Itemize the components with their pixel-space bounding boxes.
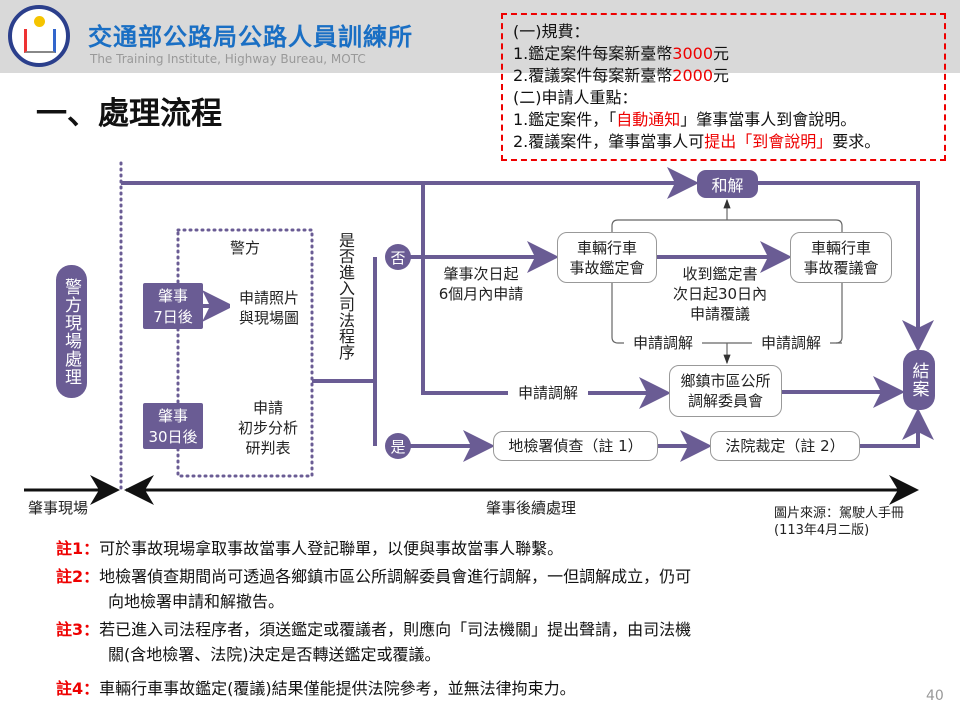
fee-line-1: 1.鑑定案件每案新臺幣3000元 <box>513 44 730 63</box>
fee-info-box: (一)規費： 1.鑑定案件每案新臺幣3000元 2.覆議案件每案新臺幣2000元… <box>501 13 946 161</box>
apply-30-days-text: 收到鑑定書 次日起30日內 申請覆議 <box>672 265 768 323</box>
header-bar: 交通部公路局公路人員訓練所 The Training Institute, Hi… <box>0 0 960 73</box>
mediation-committee-box: 鄉鎮市區公所 調解委員會 <box>669 365 782 417</box>
police-label: 警方 <box>225 238 265 258</box>
day30-box: 肇事 30日後 <box>143 403 203 449</box>
mediation-label-2: 申請調解 <box>752 333 830 353</box>
page-number: 40 <box>926 688 944 704</box>
page-title: 一、處理流程 <box>36 96 222 132</box>
note-4: 註4：車輛行車事故鑑定(覆議)結果僅能提供法院參考，並無法律拘束力。 <box>56 679 576 698</box>
accident-scene-label: 肇事現場 <box>28 499 89 517</box>
note-3: 註3：若已進入司法程序者，須送鑑定或覆議者，則應向「司法機關」提出聲請，由司法機… <box>56 620 692 664</box>
applicant-line-2: 2.覆議案件，肇事當事人可提出「到會說明」要求。 <box>513 132 881 151</box>
prosecutor-investigation-box: 地檢署偵查（註 1） <box>493 431 658 461</box>
mediation-label-3: 申請調解 <box>508 383 588 403</box>
org-name-zh: 交通部公路局公路人員訓練所 <box>88 23 413 51</box>
appraisal-committee-box: 車輛行車 事故鑑定會 <box>557 232 657 283</box>
judicial-question: 是否進入司法程序 <box>333 232 355 360</box>
follow-up-label: 肇事後續處理 <box>486 499 577 517</box>
note-2: 註2：地檢署偵查期間尚可透過各鄉鎮市區公所調解委員會進行調解，一但調解成立，仍可… <box>56 567 692 611</box>
case-closed-box: 結案 <box>903 350 935 410</box>
fee-line-2: 2.覆議案件每案新臺幣2000元 <box>513 66 730 85</box>
note-1: 註1：可於事故現場拿取事故當事人登記聯單，以便與事故當事人聯繫。 <box>56 539 564 558</box>
settlement-box: 和解 <box>697 170 758 198</box>
institute-logo <box>8 5 70 67</box>
applicant-line-1: 1.鑑定案件，「自動通知」肇事當事人到會說明。 <box>513 110 857 129</box>
court-ruling-box: 法院裁定（註 2） <box>710 431 860 461</box>
photos-text: 申請照片 與現場圖 <box>230 288 308 328</box>
fee-heading: (一)規費： <box>513 22 590 41</box>
police-scene-box: 警方現場處理 <box>56 265 87 398</box>
no-branch: 否 <box>385 244 411 270</box>
day7-box: 肇事 7日後 <box>143 283 203 329</box>
image-source: 圖片來源：駕駛人手冊 (113年4月二版) <box>774 506 905 538</box>
yes-branch: 是 <box>385 433 411 459</box>
mediation-label-1: 申請調解 <box>624 333 702 353</box>
review-committee-box: 車輛行車 事故覆議會 <box>790 232 892 283</box>
apply-6-months-text: 肇事次日起 6個月內申請 <box>438 265 524 303</box>
applicant-heading: (二)申請人重點： <box>513 88 638 107</box>
analysis-text: 申請 初步分析 研判表 <box>226 398 310 458</box>
org-name-en: The Training Institute, Highway Bureau, … <box>90 52 366 66</box>
